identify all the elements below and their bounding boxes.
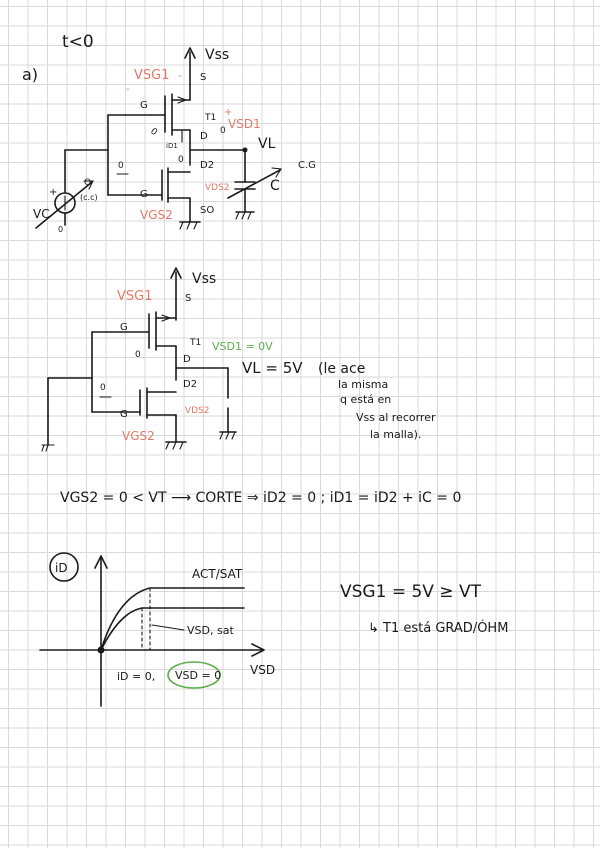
c1-zero-a: 0 [148,127,159,139]
c2-note-0: (le ace [318,361,365,377]
c2-note-1: la misma [338,378,388,391]
c1-zero-c: 0 [118,161,124,171]
circuit-2: Vss S G T1 D 0 G D2 0 [41,267,436,452]
c2-t1-arrow-icon [161,314,172,322]
cap-ground-icon [235,211,252,220]
c2-vsd1: VSD1 = 0V [212,340,273,353]
c2-vss-arrow-icon [170,267,182,279]
c1-d-label: D [200,131,208,142]
c2-vds2: VDS2 [185,406,210,416]
c2-vl-eq: VL = 5V [242,359,303,377]
c2-out-ground-icon [219,431,236,440]
source-variable-arrow [35,181,93,229]
c1-g-label: G [140,100,148,111]
graph-bottom-note: iD = 0, [117,670,155,683]
c2-g2-label: G [120,409,128,420]
cutoff-equation: VGS2 = 0 < VT ⟶ CORTE ⇒ iD2 = 0 ; iD1 = … [60,490,461,506]
c1-vsg1: VSG1 [134,68,170,83]
c1-red-minus: - [126,84,130,95]
c1-o2-label: 0 [220,126,226,136]
green-circle-highlight [167,661,221,689]
vsd-sat-pointer [151,624,185,631]
t1-source-arrow-icon [177,96,188,104]
c1-cg-label: C.G [298,160,316,171]
c2-g-label: G [120,322,128,333]
c1-g2-label: G [140,189,148,200]
result-line-1: VSG1 = 5V ≥ VT [340,582,482,602]
c2-left-ground-icon [41,444,55,452]
c1-t1-label: T1 [204,113,216,123]
graph-x-label: VSD [250,663,275,677]
variable-arrow [227,169,281,199]
ground-icon [179,221,198,230]
vss-arrow-icon [184,47,196,59]
variable-arrowhead-icon [271,167,282,178]
graph-circled: VSD = 0 [175,669,221,682]
id-vsd-graph: iD ACT/SAT VSD, sat VSD iD = 0, VSD = 0 [39,552,275,707]
c1-vl-label: VL [258,136,276,152]
c2-note-4: la malla). [370,428,421,441]
source-ground-label: 0 [58,225,63,234]
c1-vsg1-minus: - [178,69,182,82]
circuit-1: Vss S G T1 D iD1 0 G D2 SO 0 [33,47,316,234]
c2-s-label: S [185,293,191,304]
c2-t1-label: T1 [189,338,201,348]
y-axis-arrow-icon [94,555,108,569]
c1-cc-label: (c.c) [80,193,98,202]
y-label-circle [49,552,79,582]
c1-vc-label: VC [33,207,50,221]
c1-plus-label: + [49,187,57,198]
graph-vsd-sat: VSD, sat [187,624,234,637]
c1-o-label: O [84,178,91,188]
c1-so-label: SO [200,205,214,216]
x-axis-arrow-icon [251,643,265,657]
c1-s-label: S [200,72,206,83]
c1-vsd1-plus: + [224,107,232,118]
c2-vsd1-text: VSD1 = 0V [212,340,273,353]
c1-id1-label: iD1 [166,142,178,150]
graph-region-label: ACT/SAT [192,567,243,581]
c1-vsd1: VSD1 [228,117,261,131]
c2-vss-label: Vss [192,271,216,287]
curve-upper [100,587,245,651]
c2-d-label: D [183,354,191,365]
c2-vsg1: VSG1 [117,289,153,304]
c2-ground-icon [165,441,184,450]
c2-zero-b: 0 [100,383,106,393]
c2-d2-label: D2 [183,379,197,390]
c2-note-3: Vss al recorrer [356,411,436,424]
c2-note-2: q está en [340,393,391,406]
source-arrowhead-icon [83,180,94,190]
result-line-2: ↳ T1 está GRAD/ÓHM [368,620,508,636]
c1-vss-label: Vss [205,47,229,63]
c1-vgs2: VGS2 [140,208,173,222]
c2-vgs2: VGS2 [122,429,155,443]
part-label: a) [22,65,38,84]
c1-zero-b: 0 [178,155,184,165]
c2-zero-a: 0 [135,350,141,360]
c1-d2-label: D2 [200,160,214,171]
graph-y-label: iD [55,561,68,575]
heading: t<0 [62,32,94,52]
c1-vds2: VDS2 [205,183,230,193]
c1-c-label: C [270,178,280,194]
